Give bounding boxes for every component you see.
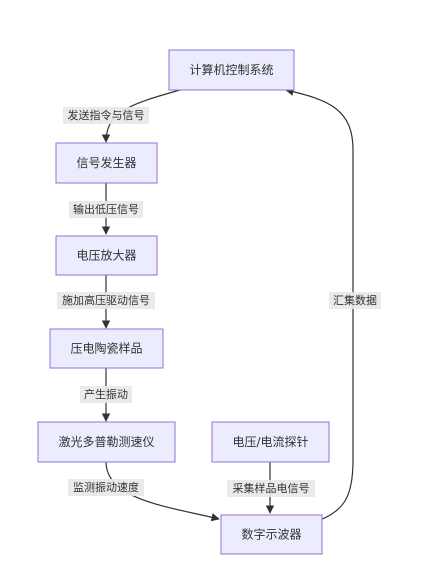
svg-text:信号发生器: 信号发生器	[76, 155, 136, 170]
node-voltage-amplifier: 电压放大器	[55, 235, 158, 276]
svg-text:产生振动: 产生振动	[84, 387, 128, 401]
node-voltage-current-probe: 电压/电流探针	[211, 421, 330, 463]
edge-label-sample-signal: 采集样品电信号	[227, 480, 315, 497]
svg-text:监测振动速度: 监测振动速度	[73, 480, 139, 494]
svg-text:激光多普勒测速仪: 激光多普勒测速仪	[58, 435, 154, 449]
node-computer-control-system: 计算机控制系统	[168, 49, 295, 91]
edge-vibrometer-to-oscilloscope	[105, 461, 220, 522]
svg-text:输出低压信号: 输出低压信号	[73, 202, 139, 216]
svg-text:汇集数据: 汇集数据	[333, 293, 377, 307]
node-signal-generator: 信号发生器	[55, 142, 158, 184]
svg-text:电压放大器: 电压放大器	[76, 248, 136, 263]
svg-text:施加高压驱动信号: 施加高压驱动信号	[62, 293, 150, 307]
edge-label-send-command: 发送指令与信号	[63, 107, 149, 124]
edge-oscilloscope-to-computer	[285, 87, 354, 521]
svg-text:采集样品电信号: 采集样品电信号	[233, 481, 310, 495]
node-digital-oscilloscope: 数字示波器	[220, 514, 323, 555]
edge-label-high-voltage: 施加高压驱动信号	[57, 292, 155, 309]
edge-label-vibration: 产生振动	[80, 386, 132, 403]
edge-label-aggregate: 汇集数据	[329, 292, 381, 309]
svg-text:电压/电流探针: 电压/电流探针	[232, 434, 308, 449]
svg-text:计算机控制系统: 计算机控制系统	[189, 62, 273, 77]
node-piezo-ceramic-sample: 压电陶瓷样品	[49, 328, 164, 369]
edge-label-low-voltage: 输出低压信号	[69, 201, 143, 218]
svg-text:发送指令与信号: 发送指令与信号	[68, 108, 145, 122]
node-laser-doppler-vibrometer: 激光多普勒测速仪	[37, 421, 176, 463]
svg-text:压电陶瓷样品: 压电陶瓷样品	[70, 341, 142, 356]
svg-text:数字示波器: 数字示波器	[241, 527, 301, 542]
edge-label-velocity: 监测振动速度	[68, 479, 144, 496]
